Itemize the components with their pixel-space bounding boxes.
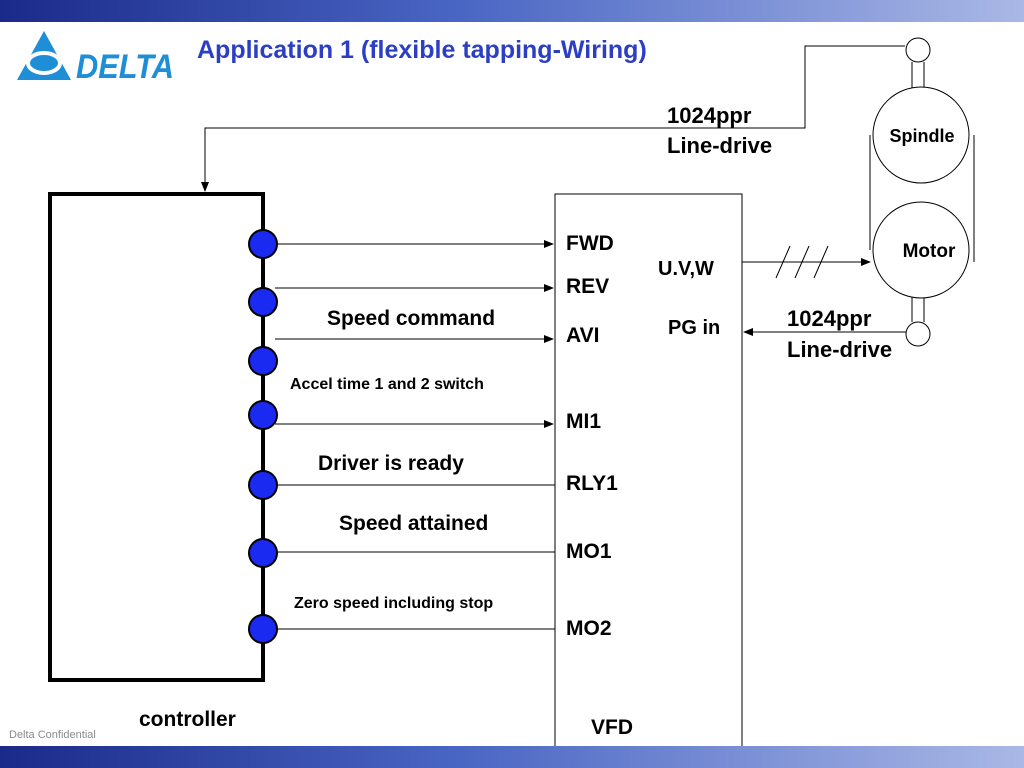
terminal-dot bbox=[248, 470, 278, 500]
encoder-top-label-1: 1024ppr bbox=[667, 103, 752, 128]
terminal-fwd: FWD bbox=[566, 232, 614, 255]
terminal-rev: REV bbox=[566, 275, 609, 298]
signal-accel-switch: Accel time 1 and 2 switch bbox=[290, 376, 484, 393]
encoder-bottom-icon bbox=[905, 321, 931, 347]
vfd-label: VFD bbox=[591, 716, 633, 739]
confidential-note: Delta Confidential bbox=[9, 729, 96, 741]
terminal-avi: AVI bbox=[566, 324, 599, 347]
encoder-feedback-wire bbox=[201, 45, 905, 192]
terminal-pg-in: PG in bbox=[668, 317, 720, 339]
signal-speed-attained: Speed attained bbox=[339, 512, 488, 535]
terminal-uvw: U.V,W bbox=[658, 258, 714, 280]
terminal-dot bbox=[248, 346, 278, 376]
header-bar bbox=[0, 0, 1024, 22]
terminal-mi1: MI1 bbox=[566, 410, 601, 433]
logo-text: DELTA bbox=[76, 48, 174, 84]
terminal-dot bbox=[248, 400, 278, 430]
page-title: Application 1 (flexible tapping-Wiring) bbox=[197, 36, 647, 64]
terminal-dot bbox=[248, 287, 278, 317]
signal-zero-speed: Zero speed including stop bbox=[294, 595, 493, 612]
encoder-right-label-2: Line-drive bbox=[787, 337, 892, 362]
spindle-circle bbox=[872, 86, 970, 184]
terminal-dot bbox=[248, 538, 278, 568]
signal-speed-command: Speed command bbox=[327, 307, 495, 330]
footer-bar bbox=[0, 746, 1024, 768]
motor-circle bbox=[872, 201, 970, 299]
encoder-top-icon bbox=[905, 37, 931, 63]
terminal-mo1: MO1 bbox=[566, 540, 612, 563]
vfd-box bbox=[554, 193, 743, 749]
signal-driver-ready: Driver is ready bbox=[318, 452, 464, 475]
encoder-right-label-1: 1024ppr bbox=[787, 306, 872, 331]
delta-logo: DELTA bbox=[17, 31, 174, 84]
terminal-dot bbox=[248, 229, 278, 259]
controller-label: controller bbox=[139, 708, 236, 731]
terminal-rly1: RLY1 bbox=[566, 472, 618, 495]
motor-label: Motor bbox=[903, 241, 956, 262]
terminal-mo2: MO2 bbox=[566, 617, 612, 640]
controller-box bbox=[48, 192, 265, 682]
terminal-dot bbox=[248, 614, 278, 644]
spindle-label: Spindle bbox=[889, 126, 954, 146]
encoder-top-label-2: Line-drive bbox=[667, 133, 772, 158]
